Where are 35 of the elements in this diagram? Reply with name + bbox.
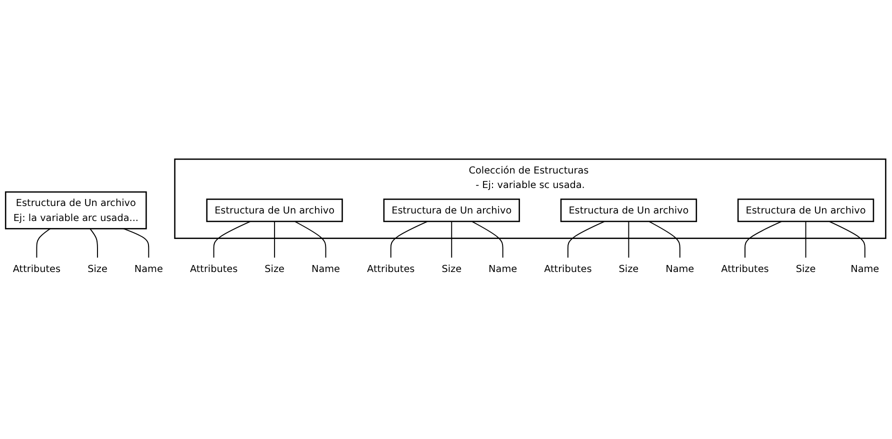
node-text: Size [796, 262, 816, 274]
node-text: Attributes [190, 262, 238, 274]
connector [451, 220, 452, 258]
node-text: Size [618, 262, 639, 274]
node-text: Name [666, 262, 694, 274]
connector [567, 220, 606, 258]
connector [628, 220, 630, 258]
node-text: Attributes [721, 262, 769, 274]
node-text: Size [88, 262, 108, 274]
node-text: Name [850, 262, 880, 274]
node-box: Estructura de Un archivo [560, 198, 698, 222]
connector [648, 220, 680, 258]
connector [294, 220, 326, 258]
node-text: Attributes [367, 262, 415, 274]
node-box: Estructura de Un archivo [383, 198, 520, 222]
node-text: Name [134, 262, 163, 274]
connector [390, 220, 428, 258]
node-text: Attributes [544, 262, 592, 274]
connector [123, 228, 150, 258]
node-text: Name [311, 262, 340, 274]
node-box: Estructura de Un archivo [737, 198, 874, 222]
connector [213, 220, 251, 258]
node-text: Attributes [12, 262, 61, 274]
node-text: Size [264, 262, 284, 274]
node-box: Estructura de Un archivo [206, 198, 343, 222]
node-text: Name [488, 262, 518, 274]
connector [828, 220, 866, 258]
connector [90, 228, 98, 258]
connector [36, 228, 51, 258]
connector [805, 220, 806, 258]
connector [274, 220, 276, 258]
node-box: Estructura de Un archivo Ej: la variable arc usada... [4, 191, 147, 230]
connector [744, 220, 782, 258]
node-text: Size [442, 262, 462, 274]
connector [471, 220, 504, 258]
